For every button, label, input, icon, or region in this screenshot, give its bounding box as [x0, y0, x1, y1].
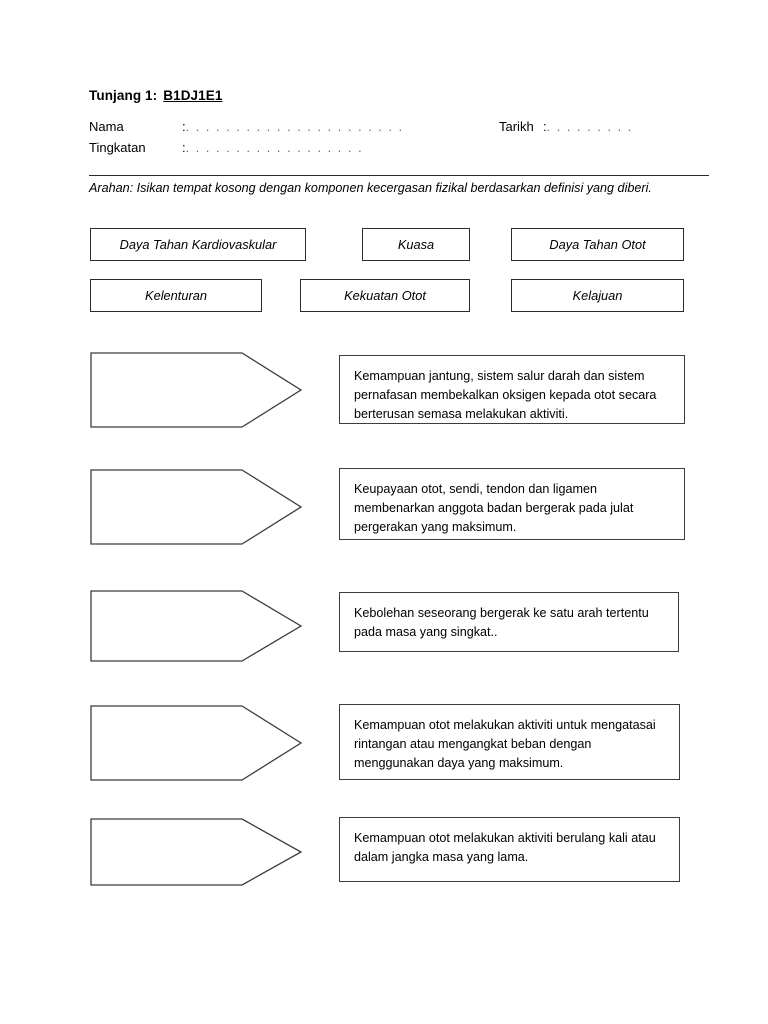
- word-bank-label: Kekuatan Otot: [344, 287, 426, 303]
- answer-arrow-blank[interactable]: [90, 469, 302, 545]
- definition-box: Kemampuan otot melakukan aktiviti untuk …: [339, 704, 680, 780]
- definition-box: Kebolehan seseorang bergerak ke satu ara…: [339, 592, 679, 652]
- word-bank-label: Kelajuan: [572, 287, 623, 303]
- arrow-pentagon-icon: [90, 469, 302, 545]
- word-bank-item[interactable]: Daya Tahan Otot: [511, 228, 684, 261]
- field-nama: Nama : . . . . . . . . . . . . . . . . .…: [89, 119, 404, 134]
- tunjang-label: Tunjang 1:: [89, 88, 158, 103]
- definition-text: Kemampuan jantung, sistem salur darah da…: [354, 369, 657, 422]
- field-tingkatan: Tingkatan : . . . . . . . . . . . . . . …: [89, 140, 361, 155]
- field-tarikh-input[interactable]: . . . . . . . . . . . . . . . . . . . . …: [546, 120, 639, 134]
- field-nama-colon: :: [182, 119, 186, 134]
- word-bank-label: Kuasa: [397, 236, 435, 252]
- standard-code: B1DJ1E1: [163, 88, 223, 103]
- page-title: Tunjang 1: B1DJ1E1: [89, 88, 223, 103]
- definition-box: Kemampuan otot melakukan aktiviti berula…: [339, 817, 680, 882]
- arrow-pentagon-icon: [90, 590, 302, 662]
- arrow-pentagon-icon: [90, 705, 302, 781]
- word-bank-item[interactable]: Kelajuan: [511, 279, 684, 312]
- word-bank-item[interactable]: Kuasa: [362, 228, 470, 261]
- word-bank-item[interactable]: Kekuatan Otot: [300, 279, 470, 312]
- definition-box: Kemampuan jantung, sistem salur darah da…: [339, 355, 685, 424]
- field-tingkatan-colon: :: [182, 140, 186, 155]
- field-tarikh-colon: :: [543, 119, 547, 134]
- word-bank-item[interactable]: Kelenturan: [90, 279, 262, 312]
- answer-arrow-blank[interactable]: [90, 705, 302, 781]
- definition-text: Kemampuan otot melakukan aktiviti berula…: [354, 831, 656, 865]
- word-bank-item[interactable]: Daya Tahan Kardiovaskular: [90, 228, 306, 261]
- field-tarikh-label: Tarikh: [499, 119, 534, 134]
- word-bank-label: Daya Tahan Kardiovaskular: [119, 236, 277, 252]
- field-tingkatan-input[interactable]: . . . . . . . . . . . . . . . . . . . . …: [185, 141, 361, 155]
- answer-arrow-blank[interactable]: [90, 818, 302, 886]
- arrow-pentagon-icon: [90, 352, 302, 428]
- definition-text: Kemampuan otot melakukan aktiviti untuk …: [354, 718, 656, 771]
- field-nama-label: Nama: [89, 119, 124, 134]
- answer-arrow-blank[interactable]: [90, 352, 302, 428]
- field-tingkatan-label: Tingkatan: [89, 140, 146, 155]
- header-divider: [89, 175, 709, 176]
- definition-text: Keupayaan otot, sendi, tendon dan ligame…: [354, 482, 634, 535]
- instruction-text: Arahan: Isikan tempat kosong dengan komp…: [89, 181, 652, 195]
- field-tarikh: Tarikh : . . . . . . . . . . . . . . . .…: [499, 119, 639, 134]
- definition-text: Kebolehan seseorang bergerak ke satu ara…: [354, 606, 649, 640]
- arrow-pentagon-icon: [90, 818, 302, 886]
- word-bank-label: Daya Tahan Otot: [549, 236, 646, 252]
- definition-box: Keupayaan otot, sendi, tendon dan ligame…: [339, 468, 685, 540]
- field-nama-input[interactable]: . . . . . . . . . . . . . . . . . . . . …: [185, 120, 404, 134]
- word-bank-label: Kelenturan: [145, 287, 207, 303]
- answer-arrow-blank[interactable]: [90, 590, 302, 662]
